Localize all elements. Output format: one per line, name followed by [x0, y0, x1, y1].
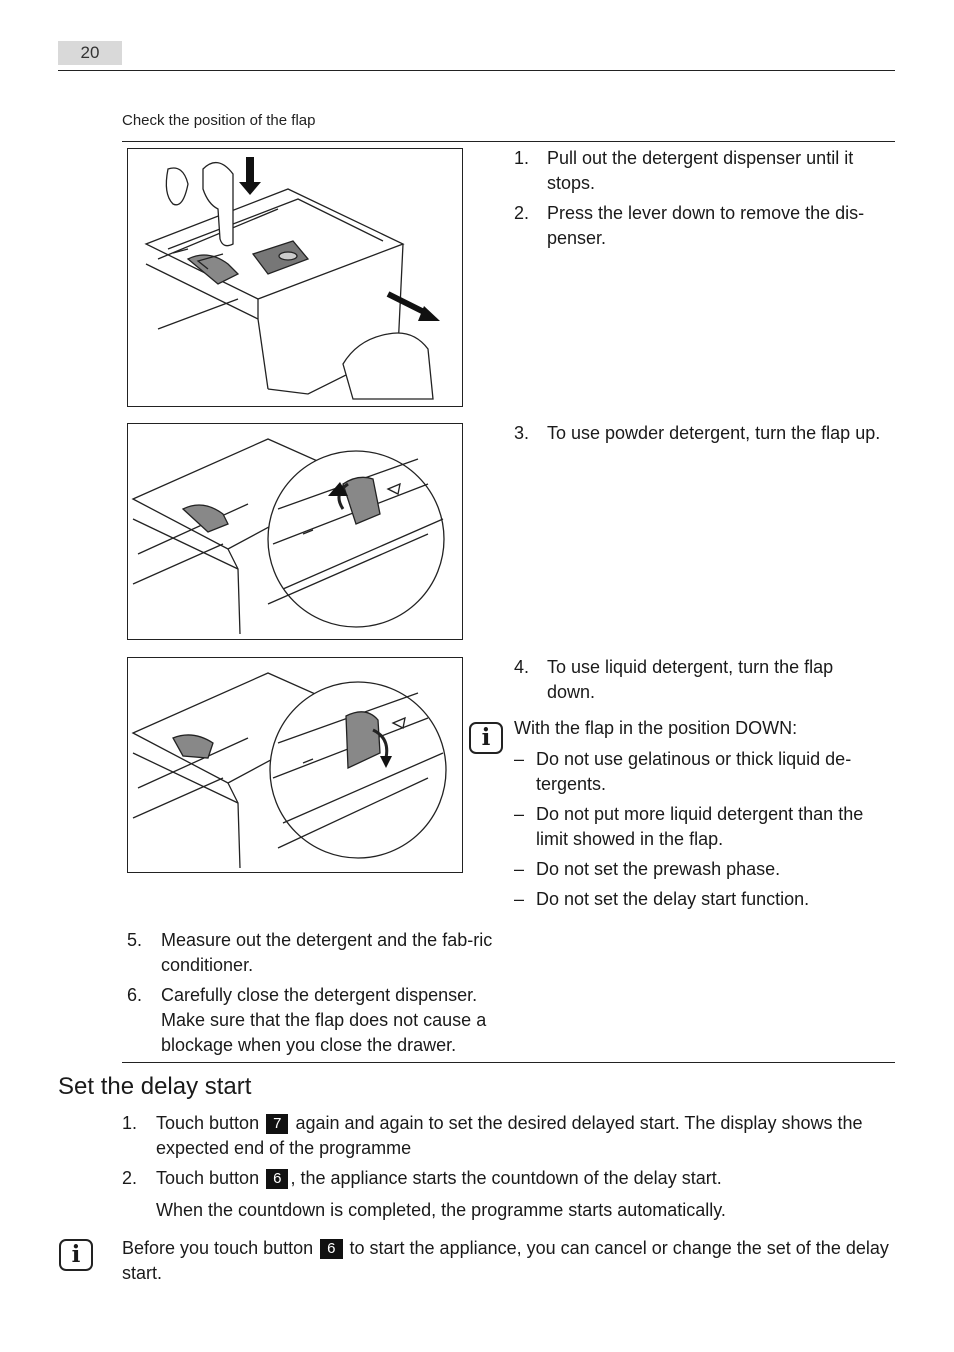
step-number: 2. — [514, 203, 530, 223]
step-text: Carefully close the detergent dispenser.… — [161, 985, 487, 1055]
button-6-label: 6 — [320, 1239, 343, 1259]
header-rule — [58, 70, 895, 71]
dash-marker: – — [514, 859, 525, 879]
step-5: 5. Measure out the detergent and the fab… — [127, 928, 499, 978]
step-text: To use powder detergent, turn the flap u… — [547, 423, 881, 443]
step-text: Measure out the detergent and the fab-ri… — [161, 930, 493, 975]
step-3: 3. To use powder detergent, turn the fla… — [514, 421, 884, 446]
dash-marker: – — [514, 889, 525, 909]
info-flap-item-text: Do not put more liquid detergent than th… — [536, 804, 864, 849]
info-flap-item-2: – Do not put more liquid detergent than … — [514, 802, 884, 852]
step-text-pre: Touch button — [156, 1168, 260, 1188]
delay-step-1: 1. Touch button 7 again and again to set… — [122, 1111, 882, 1161]
step-text: Press the lever down to remove the dis-p… — [547, 203, 865, 248]
step-1: 1. Pull out the detergent dispenser unti… — [514, 146, 884, 196]
info-text-pre: Before you touch button — [122, 1238, 314, 1258]
step-number: 3. — [514, 423, 530, 443]
step-number: 4. — [514, 657, 530, 677]
step-number: 1. — [122, 1113, 138, 1133]
info-flap-title: With the flap in the position DOWN: — [514, 718, 798, 738]
button-7-label: 7 — [266, 1114, 289, 1134]
dash-marker: – — [514, 804, 525, 824]
illustration-drawer-removal — [144, 157, 440, 400]
button-6-label: 6 — [266, 1169, 289, 1189]
dash-marker: – — [514, 749, 525, 769]
step-number: 1. — [514, 148, 530, 168]
delay-note: When the countdown is completed, the pro… — [156, 1200, 726, 1220]
figure-caption: Check the position of the flap — [122, 112, 316, 129]
figure-flap-up — [127, 423, 463, 640]
info-icon: i — [469, 722, 503, 754]
illustration-flap-down — [131, 672, 447, 869]
step-6: 6. Carefully close the detergent dispens… — [127, 983, 499, 1058]
info-bottom-text: Before you touch button 6 to start the a… — [122, 1236, 892, 1286]
step-4: 4. To use liquid detergent, turn the fla… — [514, 655, 884, 705]
figure-flap-down — [127, 657, 463, 873]
section-rule — [122, 1062, 895, 1063]
step-number: 5. — [127, 930, 143, 950]
step-text: Pull out the detergent dispenser until i… — [547, 148, 854, 193]
info-icon: i — [59, 1239, 93, 1271]
step-2: 2. Press the lever down to remove the di… — [514, 201, 884, 251]
step-text-post: , the appliance starts the countdown of … — [290, 1168, 722, 1188]
caption-rule — [122, 141, 895, 142]
step-text: To use liquid detergent, turn the flap d… — [547, 657, 834, 702]
info-text-post: to start the appliance, you can cancel o… — [122, 1238, 889, 1283]
info-flap-item-1: – Do not use gelatinous or thick liquid … — [514, 747, 884, 797]
step-number: 2. — [122, 1168, 138, 1188]
info-flap-item-text: Do not set the delay start function. — [536, 889, 810, 909]
step-number: 6. — [127, 985, 143, 1005]
info-flap-item-text: Do not set the prewash phase. — [536, 859, 781, 879]
step-text-pre: Touch button — [156, 1113, 260, 1133]
info-flap-item-text: Do not use gelatinous or thick liquid de… — [536, 749, 852, 794]
delay-step-2: 2. Touch button 6, the appliance starts … — [122, 1166, 882, 1191]
page-number: 20 — [58, 41, 122, 65]
info-flap-item-4: – Do not set the delay start function. — [514, 887, 884, 912]
step-text-post: again and again to set the desired delay… — [156, 1113, 863, 1158]
section-title: Set the delay start — [58, 1073, 252, 1100]
figure-remove-dispenser — [127, 148, 463, 407]
illustration-flap-up — [131, 438, 445, 635]
info-flap-item-3: – Do not set the prewash phase. — [514, 857, 884, 882]
